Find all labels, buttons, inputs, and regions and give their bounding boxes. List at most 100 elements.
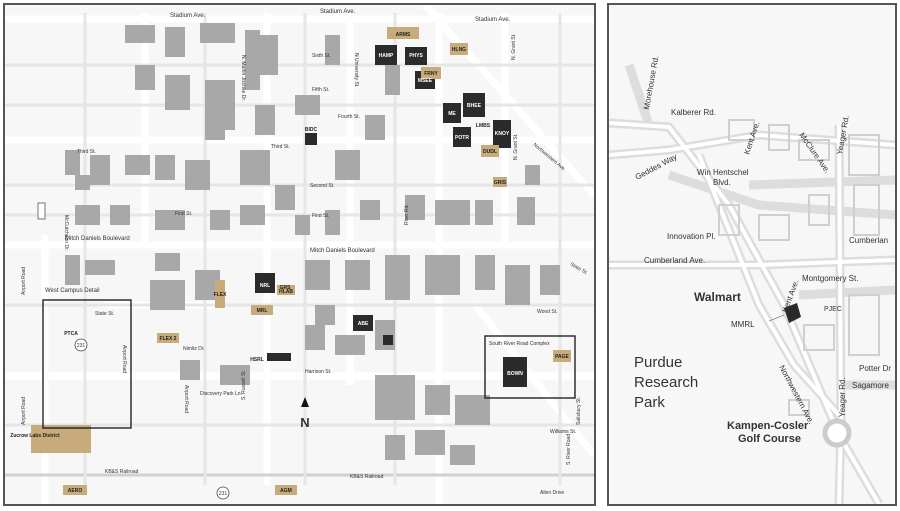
route-231-shield-icon	[74, 338, 88, 352]
building-page	[553, 350, 571, 362]
street-kb-railroad-right: KB&S Railroad	[350, 474, 384, 480]
road-northwestern	[422, 5, 594, 198]
bldg-label-bidc: BIDC	[305, 127, 318, 133]
bldg-label-msee: MSEE	[418, 78, 433, 84]
street-sixth: Sixth St.	[312, 53, 331, 59]
main-campus-map[interactable]: N 231 231 Stadium Ave. Stadium Ave. Stad…	[3, 3, 596, 506]
bldg-label-hlab: HLAB	[279, 289, 293, 295]
inset-street-potter: Potter Dr	[859, 364, 891, 373]
bldg-label-nrl: NRL	[260, 283, 270, 289]
street-allen-drive: Allen Drive	[540, 490, 564, 496]
building-agm	[275, 485, 297, 495]
bldg-label-mrl: MRL	[257, 308, 268, 314]
building-bidc	[305, 133, 317, 145]
bldg-label-hsrl: HSRL	[250, 357, 264, 363]
bldg-label-grs: GRS	[280, 285, 292, 291]
south-river-detail-box	[484, 335, 576, 399]
street-s-river-road: S. River Road	[566, 434, 572, 465]
bldg-label-lmbs: LMBS	[476, 123, 491, 129]
inset-street-montgomery: Montgomery St.	[802, 274, 858, 283]
street-mitch-daniels-center: Mitch Daniels Boulevard	[310, 248, 375, 254]
street-n-university: N University St.	[353, 53, 359, 87]
west-campus-detail-box	[42, 299, 132, 429]
inset-street-win-hentschel-2: Blvd.	[713, 178, 731, 187]
street-airport-detail: Airport Road	[121, 345, 127, 373]
south-river-complex-label: South River Road Complex	[489, 341, 550, 347]
street-third-left: Third St.	[77, 149, 96, 155]
building-me	[443, 103, 461, 123]
bldg-label-arms: ARMS	[396, 32, 411, 38]
mmrl-leader-line	[768, 314, 785, 322]
building-arms	[387, 27, 419, 39]
building-gris	[493, 177, 507, 187]
inset-building-outlines	[718, 119, 880, 416]
bldg-label-flex2: FLEX 2	[160, 336, 177, 342]
building-flex2	[157, 333, 179, 343]
street-state-detail: State St.	[95, 311, 114, 317]
small-outline-building	[37, 202, 46, 220]
building-nrl	[255, 273, 275, 293]
route-231-south: 231	[219, 491, 228, 497]
research-park-inset-map[interactable]: Morehouse Rd. Kalberer Rd. Kent Ave. McC…	[607, 3, 897, 506]
bldg-label-hamp: HAMP	[379, 53, 394, 59]
street-stadium-left: Stadium Ave.	[170, 13, 206, 19]
street-kb-railroad-left: KB&S Railroad	[105, 469, 139, 475]
place-golf-line1: Kampen-Cosler	[727, 420, 809, 432]
bldg-label-agm: AGM	[280, 488, 292, 494]
building-knoy	[493, 120, 511, 148]
zucrow-district-label: Zucrow Labs District	[10, 433, 60, 439]
street-airport-s: Airport Road	[183, 385, 189, 413]
street-first-left: First St.	[175, 211, 192, 217]
building-bown	[503, 357, 527, 387]
building-hlng	[450, 43, 468, 55]
street-nimitz: Nimitz Dr.	[183, 346, 205, 352]
street-airport-upper: Airport Road	[21, 267, 27, 295]
zucrow-district-block	[31, 425, 91, 453]
building-duds	[481, 145, 499, 157]
place-research-park-line2: Research	[634, 374, 698, 391]
street-fifth: Fifth St.	[312, 87, 329, 93]
street-russell: S. Russell St.	[241, 370, 247, 400]
street-second: Second St.	[310, 183, 334, 189]
west-campus-detail-label: West Campus Detail	[45, 288, 100, 294]
place-mmrl: MMRL	[731, 320, 755, 329]
bldg-label-potr: POTR	[455, 135, 469, 141]
street-stadium-center: Stadium Ave.	[320, 9, 356, 15]
street-labels: Stadium Ave. Stadium Ave. Stadium Ave. N…	[21, 9, 589, 496]
building-abe	[353, 315, 373, 331]
bldg-label-duds: DUDL	[483, 149, 497, 155]
roundabout	[822, 418, 852, 448]
place-golf-line2: Golf Course	[738, 433, 801, 445]
street-river-rd: River Rd.	[404, 204, 410, 225]
street-third-center: Third St.	[271, 144, 290, 150]
street-stadium-right: Stadium Ave.	[475, 17, 511, 23]
north-arrow-icon	[301, 397, 309, 407]
main-map-canvas: N 231 231 Stadium Ave. Stadium Ave. Stad…	[5, 5, 594, 504]
inset-street-yeager-south: Yeager Rd.	[838, 377, 847, 417]
campus-buildings	[65, 23, 560, 465]
bldg-label-ptca: PTCA	[64, 331, 78, 337]
street-n-grant-top: N. Grant St.	[511, 34, 517, 60]
street-wood: Wood St.	[537, 309, 557, 315]
street-discovery-park: Discovery Park Ln.	[200, 391, 242, 397]
route-231-west: 231	[77, 343, 86, 349]
inset-street-morehouse: Morehouse Rd.	[642, 55, 660, 110]
road-morehouse	[624, 63, 654, 127]
building-bhee	[463, 93, 485, 117]
street-williams: Williams St.	[550, 429, 576, 435]
bldg-label-flex: FLEX	[214, 292, 227, 298]
bldg-label-phys: PHYS	[409, 53, 423, 59]
bldg-label-bown: BOWN	[507, 371, 523, 377]
bldg-label-me: ME	[448, 111, 456, 117]
inset-street-innovation: Innovation Pl.	[667, 232, 715, 241]
street-harrison: Harrison St.	[305, 369, 331, 375]
road-montgomery	[798, 285, 895, 300]
building-aero	[63, 485, 87, 495]
inset-street-sagamore: Sagamore	[852, 381, 889, 390]
building-phys	[405, 47, 427, 65]
bldg-label-hlng: HLNG	[452, 47, 466, 53]
building-flex	[215, 280, 225, 308]
inset-street-cumberland-east: Cumberlan	[849, 236, 888, 245]
street-first-center: First St.	[312, 213, 329, 219]
bldg-label-frny: FRNY	[424, 71, 438, 77]
